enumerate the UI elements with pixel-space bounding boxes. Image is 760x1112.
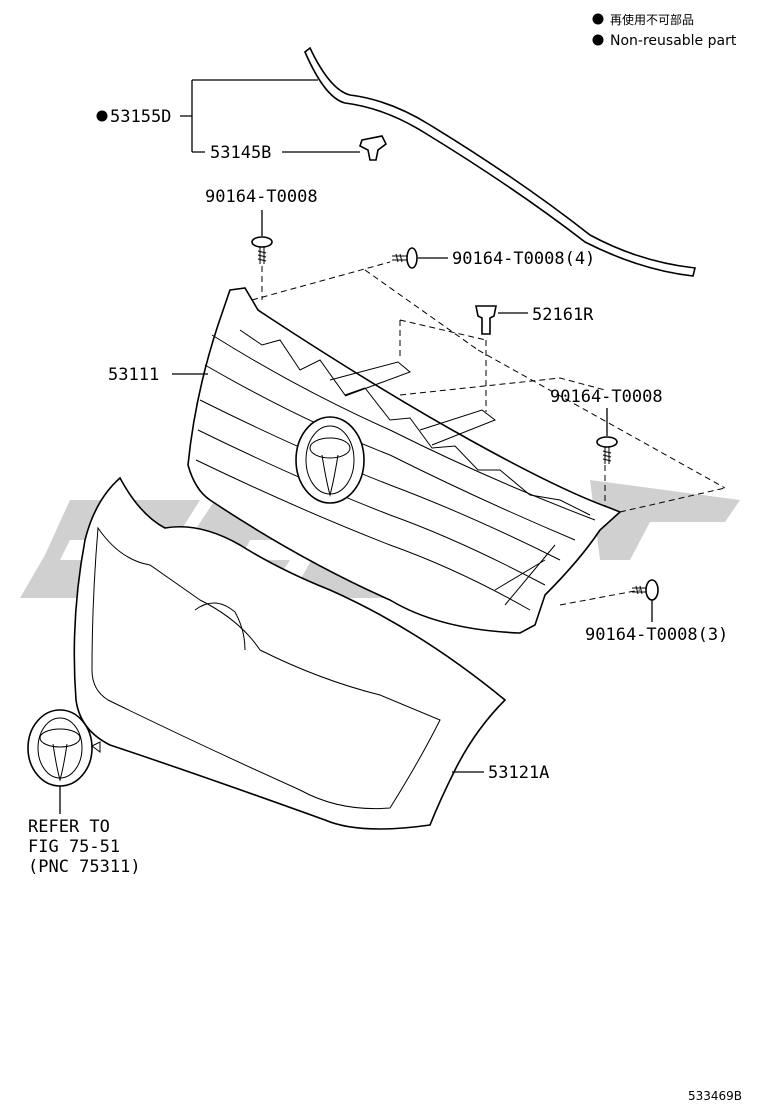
installation-guide-lines <box>251 261 726 606</box>
refer-line-1: REFER TO <box>28 817 110 837</box>
refer-line-3: (PNC 75311) <box>28 857 141 877</box>
label-52161r: 52161R <box>532 305 594 325</box>
grille-molding-53121a <box>73 476 507 830</box>
screw-icon <box>596 436 618 464</box>
label-53155d: 53155D <box>110 107 171 127</box>
clip-53145b-icon <box>359 135 388 161</box>
screw-icon <box>392 247 418 269</box>
legend-bullet-icon <box>592 13 604 25</box>
emblem-reference-icon <box>27 709 101 787</box>
legend-bullet-icon <box>592 34 604 46</box>
label-90164-right: 90164-T0008 <box>550 387 663 407</box>
refer-line-2: FIG 75-51 <box>28 837 120 857</box>
leader-53155d <box>180 79 318 153</box>
label-90164-3: 90164-T0008(3) <box>585 625 728 645</box>
legend-line-2: Non-reusable part <box>610 33 737 49</box>
label-90164-top: 90164-T0008 <box>205 187 318 207</box>
screw-icon <box>632 579 659 601</box>
screw-icon <box>251 236 273 264</box>
label-90164-4: 90164-T0008(4) <box>452 249 595 269</box>
radiator-grille-53111 <box>187 287 622 634</box>
figure-id: 533469B <box>688 1089 742 1103</box>
label-53145b: 53145B <box>210 143 271 163</box>
hood-seal-strip <box>304 46 696 277</box>
label-53111: 53111 <box>108 365 159 385</box>
clip-52161r-icon <box>475 305 497 335</box>
legend-line-1: 再使用不可部品 <box>610 12 694 27</box>
label-53121a: 53121A <box>488 763 549 783</box>
non-reusable-bullet-icon <box>96 110 108 122</box>
grille-emblem-icon <box>295 416 365 504</box>
